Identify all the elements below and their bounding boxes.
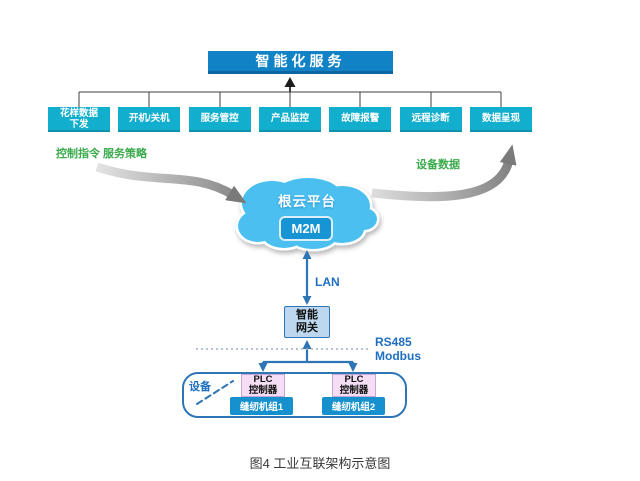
device-data-label: 设备数据 (416, 159, 460, 171)
cloud-platform-label: 根云平台 (278, 194, 336, 209)
function-box-pattern-data: 花样数据 下发 (48, 107, 110, 132)
device-group-label: 设备 (189, 381, 211, 393)
up-arrow-icon (284, 77, 296, 92)
fieldbus-lines (258, 340, 358, 372)
function-box-product-monitor: 产品监控 (258, 107, 321, 132)
service-tree-connector (78, 91, 502, 107)
smart-gateway-box: 智能 网关 (284, 306, 330, 338)
service-function-row: 花样数据 下发 开机/关机 服务管控 产品监控 故障报警 远程诊断 数据呈现 (48, 107, 532, 132)
function-box-data-display: 数据呈现 (469, 107, 532, 132)
sewing-unit-1: 缝纫机组1 (230, 397, 293, 415)
plc-controller-1: PLC 控制器 (241, 374, 285, 397)
function-box-power: 开机/关机 (118, 107, 181, 132)
control-command-label: 控制指令 服务策略 (56, 148, 148, 160)
m2m-badge: M2M (279, 216, 333, 241)
lan-label: LAN (315, 275, 340, 289)
device-group-box (182, 372, 407, 418)
service-layer-box: 智能化服务 (208, 51, 393, 74)
plc-controller-2: PLC 控制器 (332, 374, 376, 397)
figure-caption: 图4 工业互联架构示意图 (249, 456, 391, 471)
function-box-fault-alarm: 故障报警 (329, 107, 392, 132)
flow-arrow-down-icon (95, 162, 247, 204)
flow-arrow-up-icon (371, 144, 517, 202)
function-box-remote-diagnosis: 远程诊断 (399, 107, 462, 132)
sewing-unit-2: 缝纫机组2 (322, 397, 385, 415)
device-dash-icon (196, 380, 234, 405)
rs485-modbus-label: RS485 Modbus (375, 335, 421, 363)
function-box-service-control: 服务管控 (188, 107, 251, 132)
